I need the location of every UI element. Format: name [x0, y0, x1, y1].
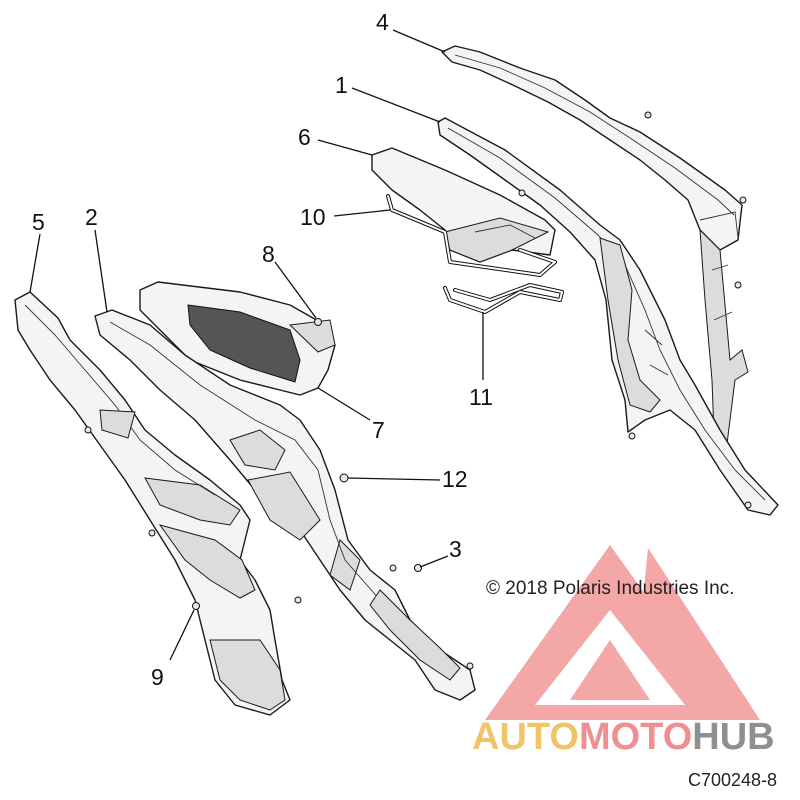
callout-7: 7 [372, 417, 385, 443]
callout-2: 2 [85, 204, 98, 230]
leader-6 [317, 139, 373, 156]
watermark-part-moto: MOTO [578, 716, 693, 758]
part-2-side-panel [94, 309, 476, 701]
fastener-g [294, 596, 302, 604]
drawing-code: C700248-8 [688, 770, 778, 790]
callout-8: 8 [262, 241, 275, 267]
callout-4: 4 [376, 9, 389, 35]
leader-1 [351, 87, 441, 123]
watermark-logo [485, 545, 760, 720]
grille-mesh [187, 304, 301, 383]
callout-6: 6 [298, 124, 311, 150]
fastener-d [518, 189, 526, 197]
callout-1: 1 [335, 72, 348, 98]
callout-10: 10 [300, 204, 326, 230]
fastener-9b [148, 529, 156, 537]
watermark-part-hub: HUB [692, 716, 775, 758]
part-10-rod [386, 194, 557, 277]
leader-3 [419, 555, 449, 568]
part-5-outer-panel [14, 291, 291, 716]
copyright-notice: © 2018 Polaris Industries Inc. [486, 578, 735, 599]
watermark-triangle-core [570, 640, 650, 700]
fastener-3 [414, 564, 422, 572]
fastener-h [628, 432, 636, 440]
fastener-c [734, 281, 742, 289]
fastener-9c [84, 426, 92, 434]
leader-4 [392, 29, 446, 53]
callout-9: 9 [151, 664, 164, 690]
part-7-grille-housing [139, 281, 336, 396]
part-11-rod [443, 283, 564, 314]
watermark-triangle-inner [640, 548, 760, 720]
callout-12: 12 [442, 466, 468, 492]
leader-9 [169, 609, 195, 661]
fastener-a [644, 111, 652, 119]
callout-labels: 1 2 3 4 5 6 7 8 9 10 11 12 [32, 9, 493, 690]
fastener-3b [389, 564, 397, 572]
callout-5: 5 [32, 209, 45, 235]
fastener-8 [314, 318, 322, 326]
watermark-wordmark: AUTOMOTOHUB [472, 716, 775, 759]
leader-10 [333, 209, 391, 217]
fastener-b [739, 196, 747, 204]
fastener-9 [192, 602, 200, 610]
callout-3: 3 [449, 536, 462, 562]
leader-7 [317, 387, 371, 421]
part-1-rear-frame-panel [437, 117, 779, 516]
leader-2 [94, 229, 108, 313]
part-4-upper-rear-bar [441, 45, 749, 463]
leader-8 [274, 261, 317, 319]
leader-12 [347, 477, 441, 481]
fastener-12 [339, 473, 349, 483]
fasteners [84, 111, 752, 670]
fastener-e [744, 501, 752, 509]
fastener-f [466, 662, 474, 670]
leader-lines [29, 29, 484, 661]
callout-11: 11 [469, 384, 493, 410]
leader-5 [29, 233, 41, 293]
part-6-center-cover [371, 147, 556, 263]
watermark-part-auto: AUTO [472, 716, 579, 758]
